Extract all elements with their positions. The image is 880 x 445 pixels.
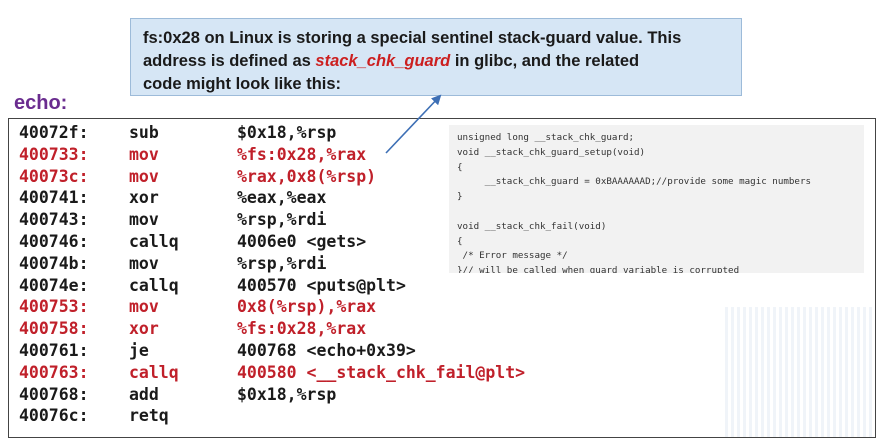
- asm-operands: 400580 <__stack_chk_fail@plt>: [237, 362, 526, 382]
- snippet-line: }// will be called when guard variable i…: [457, 265, 740, 273]
- asm-address: 40074e:: [19, 275, 89, 295]
- callout-line-2-pre: address is defined as: [143, 52, 316, 70]
- asm-address: 40073c:: [19, 166, 89, 186]
- snippet-line: __stack_chk_guard = 0xBAAAAAAD;//provide…: [457, 176, 812, 188]
- asm-opcode: mov: [129, 253, 159, 273]
- snippet-line: {: [457, 161, 463, 173]
- asm-address: 400741:: [19, 188, 89, 208]
- snippet-line: /* Error message */: [457, 250, 568, 262]
- asm-operands: %fs:0x28,%rax: [237, 319, 367, 339]
- asm-operands: %rax,0x8(%rsp): [237, 166, 377, 186]
- asm-address: 400753:: [19, 297, 89, 317]
- stack-chk-guard-highlight: stack_chk_guard: [315, 52, 451, 70]
- asm-opcode: mov: [129, 210, 159, 230]
- explanation-callout: fs:0x28 on Linux is storing a special se…: [130, 18, 742, 96]
- asm-opcode: callq: [129, 275, 179, 295]
- callout-line-2-post: in glibc, and the related: [450, 52, 640, 70]
- c-code-snippet: unsigned long __stack_chk_guard;void __s…: [449, 125, 864, 273]
- asm-opcode: mov: [129, 297, 159, 317]
- snippet-line: unsigned long __stack_chk_guard;: [457, 132, 635, 143]
- snippet-line: [457, 205, 856, 220]
- asm-operands: %eax,%eax: [237, 188, 327, 208]
- asm-opcode: xor: [129, 188, 159, 208]
- callout-line-1: fs:0x28 on Linux is storing a special se…: [143, 29, 682, 47]
- asm-address: 40076c:: [19, 406, 89, 426]
- assembly-panel: 40072f: sub $0x18,%rsp 400733: mov %fs:0x28,%…: [8, 118, 876, 438]
- function-label: echo:: [14, 92, 68, 114]
- snippet-line: void __stack_chk_fail(void): [457, 220, 607, 232]
- asm-address: 40072f:: [19, 123, 89, 142]
- asm-opcode: callq: [129, 362, 179, 382]
- snippet-line: }: [457, 191, 463, 203]
- asm-opcode: retq: [129, 406, 169, 426]
- callout-line-3: code might look like this:: [143, 75, 342, 93]
- asm-opcode: mov: [129, 166, 159, 186]
- asm-opcode: sub: [129, 123, 159, 142]
- asm-operands: %fs:0x28,%rax: [237, 144, 367, 164]
- asm-opcode: callq: [129, 231, 179, 251]
- asm-address: 400743:: [19, 210, 89, 230]
- snippet-line: {: [457, 235, 463, 247]
- asm-operands: 4006e0 <gets>: [237, 231, 367, 251]
- asm-operands: 400768 <echo+0x39>: [237, 340, 416, 360]
- asm-operands: %rsp,%rdi: [237, 210, 327, 230]
- asm-opcode: add: [129, 384, 159, 404]
- asm-address: 400768:: [19, 384, 89, 404]
- snippet-line: void __stack_chk_guard_setup(void): [457, 146, 646, 158]
- asm-address: 40074b:: [19, 253, 89, 273]
- asm-address: 400758:: [19, 319, 89, 339]
- asm-operands: $0x18,%rsp: [237, 384, 337, 404]
- asm-opcode: xor: [129, 319, 159, 339]
- asm-address: 400763:: [19, 362, 89, 382]
- asm-address: 400746:: [19, 231, 89, 251]
- asm-address: 400761:: [19, 340, 89, 360]
- decorative-stripes: [725, 307, 875, 437]
- asm-opcode: mov: [129, 144, 159, 164]
- callout-line-2: address is defined as stack_chk_guard in…: [143, 50, 729, 73]
- asm-operands: 400570 <puts@plt>: [237, 275, 406, 295]
- asm-operands: %rsp,%rdi: [237, 253, 327, 273]
- asm-operands: $0x18,%rsp: [237, 123, 337, 142]
- asm-address: 400733:: [19, 144, 89, 164]
- asm-opcode: je: [129, 340, 149, 360]
- asm-operands: 0x8(%rsp),%rax: [237, 297, 377, 317]
